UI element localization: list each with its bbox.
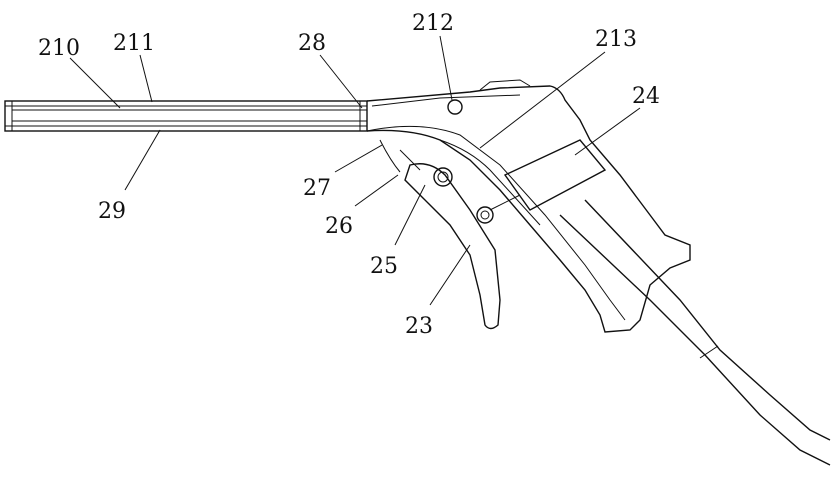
label-210: 210	[38, 36, 80, 61]
label-211: 211	[113, 31, 155, 56]
handle-housing	[366, 79, 691, 333]
label-29: 29	[98, 199, 126, 224]
sleeve	[503, 139, 607, 211]
trigger	[379, 99, 521, 330]
leader-lines	[69, 35, 641, 306]
label-213: 213	[595, 27, 637, 52]
label-212: 212	[412, 11, 454, 36]
label-27: 27	[303, 176, 331, 201]
label-26: 26	[325, 214, 353, 239]
label-25: 25	[370, 254, 398, 279]
shaft	[4, 100, 368, 132]
label-28: 28	[298, 31, 326, 56]
label-24: 24	[632, 84, 660, 109]
cable	[559, 199, 831, 466]
label-23: 23	[405, 314, 433, 339]
